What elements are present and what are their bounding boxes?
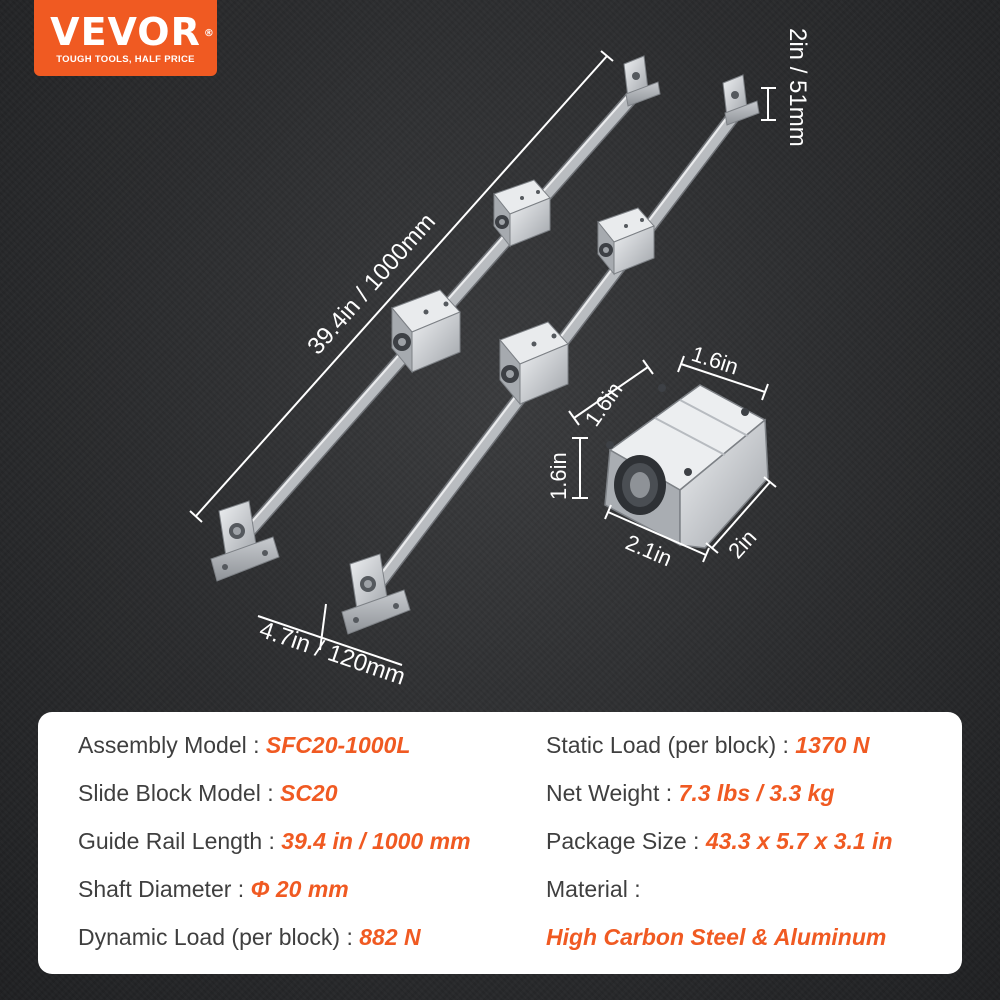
dim-block-depth: 2in [723,525,761,564]
spec-label: Material : [546,876,641,902]
dimension-lines [189,50,777,666]
spec-net-weight: Net Weight : 7.3 lbs / 3.3 kg [546,778,835,808]
spec-label: Assembly Model : [78,732,260,758]
shaft-support-left-bottom [210,500,280,582]
shaft-support-left-top [623,55,661,107]
dim-rail-spacing: 4.7in / 120mm [256,616,409,691]
spec-value: Φ 20 mm [250,876,349,902]
spec-label: Shaft Diameter : [78,876,245,902]
spec-assembly-model: Assembly Model : SFC20-1000L [78,730,410,760]
spec-dynamic-load: Dynamic Load (per block) : 882 N [78,922,421,952]
spec-static-load: Static Load (per block) : 1370 N [546,730,869,760]
spec-value: 1370 N [795,732,870,758]
spec-value: SFC20-1000L [265,732,411,758]
spec-guide-rail-length: Guide Rail Length : 39.4 in / 1000 mm [78,826,471,856]
brand-name-text: VEVOR [50,9,201,54]
spec-label: Static Load (per block) : [546,732,789,758]
spec-label: Net Weight : [546,780,673,806]
slide-block-3 [597,207,655,276]
product-illustration: 39.4in / 1000mm 2in / 51mm 4.7in / 120mm… [189,28,811,691]
brand-tagline: TOUGH TOOLS, HALF PRICE [56,53,195,65]
spec-material-value: High Carbon Steel & Aluminum [546,922,886,952]
spec-value: 882 N [359,924,421,950]
spec-value: 7.3 lbs / 3.3 kg [678,780,835,806]
spec-slide-block-model: Slide Block Model : SC20 [78,778,338,808]
spec-shaft-diameter: Shaft Diameter : Φ 20 mm [78,874,349,904]
spec-material: Material : [546,874,641,904]
shaft-support-right-top [722,74,760,126]
slide-block-2 [391,289,461,374]
dim-block-height: 1.6in [546,452,571,500]
slide-block-1 [493,179,551,248]
spec-value: 43.3 x 5.7 x 3.1 in [705,828,893,854]
registered-mark: ® [203,27,215,39]
shaft-support-right-bottom [341,553,411,635]
slide-block-detail [604,384,769,549]
spec-panel: Assembly Model : SFC20-1000L Slide Block… [38,712,962,974]
slide-block-4 [499,321,569,406]
spec-label: Slide Block Model : [78,780,274,806]
spec-label: Guide Rail Length : [78,828,275,854]
spec-value: SC20 [279,780,338,806]
brand-name: VEVOR® [50,9,214,54]
spec-label: Dynamic Load (per block) : [78,924,353,950]
spec-package-size: Package Size : 43.3 x 5.7 x 3.1 in [546,826,893,856]
spec-label: Package Size : [546,828,700,854]
brand-logo: VEVOR® TOUGH TOOLS, HALF PRICE [34,0,217,76]
dim-support-height: 2in / 51mm [784,28,811,147]
spec-value: 39.4 in / 1000 mm [281,828,471,854]
dim-block-top-width: 1.6in [688,341,741,380]
spec-value: High Carbon Steel & Aluminum [546,924,887,950]
